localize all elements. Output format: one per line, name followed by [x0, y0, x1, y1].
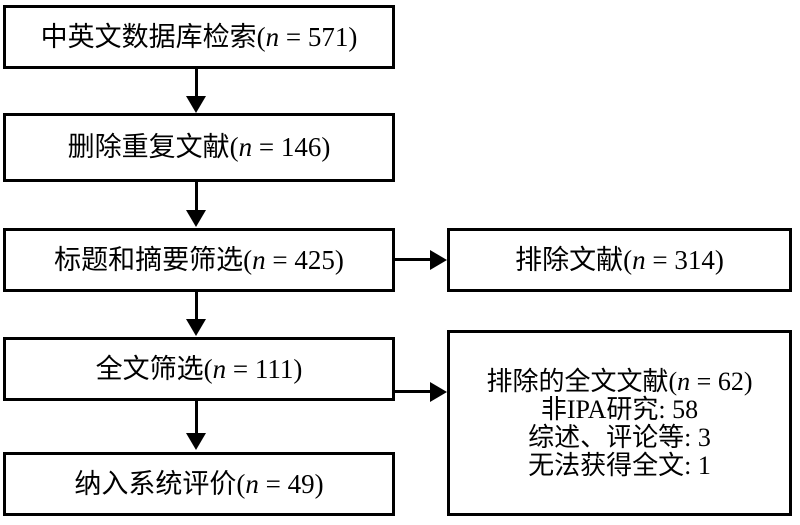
count-value: 111 [254, 353, 294, 384]
count-value: 62 [717, 367, 744, 396]
count-value: 571 [307, 21, 349, 52]
arrowhead-down-icon [186, 433, 206, 450]
exclusion-reason-value: 3 [697, 423, 711, 452]
count-value: 49 [287, 468, 315, 499]
n-variable: n [245, 468, 259, 499]
connector-title-abstract-to-excluded-records [395, 258, 432, 261]
node-excluded-records-label: 排除文献(n = 314) [515, 244, 724, 275]
arrowhead-down-icon [186, 96, 206, 113]
connector-duplicates-to-title-abstract [195, 182, 198, 211]
arrowhead-down-icon [186, 210, 206, 227]
node-fulltext-screening: 全文筛选(n = 111) [3, 337, 395, 401]
exclusion-reason-value: 1 [697, 451, 711, 480]
node-included-label: 纳入系统评价(n = 49) [74, 468, 324, 499]
node-excluded-fulltext: 排除的全文文献(n = 62) 非IPA研究: 58 综述、评论等: 3 无法获… [447, 330, 792, 516]
n-variable: n [238, 132, 253, 162]
arrowhead-right-icon [430, 382, 447, 402]
arrowhead-right-icon [430, 250, 447, 270]
node-excluded-fulltext-header: 排除的全文文献(n = 62) [486, 367, 753, 396]
node-title-abstract-screening: 标题和摘要筛选(n = 425) [3, 228, 395, 292]
node-title-abstract-screening-label: 标题和摘要筛选(n = 425) [54, 244, 344, 275]
exclusion-reason-item: 非IPA研究: 58 [541, 397, 698, 423]
n-variable: n [632, 244, 646, 275]
exclusion-reason-value: 58 [672, 395, 699, 424]
node-duplicates-removed: 删除重复文献(n = 146) [3, 113, 395, 182]
exclusion-reason-item: 综述、评论等: 3 [528, 425, 711, 451]
n-variable: n [252, 244, 266, 275]
count-value: 146 [280, 132, 322, 162]
count-value: 425 [294, 244, 335, 275]
n-variable: n [265, 21, 280, 52]
n-variable: n [212, 353, 227, 384]
exclusion-reason-label: 非IPA研究: [540, 395, 673, 424]
exclusion-reason-label: 综述、评论等: [528, 423, 698, 452]
node-fulltext-screening-label: 全文筛选(n = 111) [95, 353, 303, 384]
node-identification-label: 中英文数据库检索(n = 571) [40, 21, 358, 52]
connector-title-abstract-to-fulltext [195, 292, 198, 320]
exclusion-reason-label: 无法获得全文: [528, 451, 698, 480]
n-variable: n [677, 367, 691, 396]
arrowhead-down-icon [186, 319, 206, 336]
connector-fulltext-to-included [195, 401, 198, 434]
connector-fulltext-to-excluded-fulltext [395, 390, 432, 393]
node-included: 纳入系统评价(n = 49) [3, 452, 395, 516]
node-excluded-records: 排除文献(n = 314) [447, 228, 792, 292]
connector-identification-to-duplicates [195, 69, 198, 98]
count-value: 314 [674, 244, 715, 275]
node-duplicates-removed-label: 删除重复文献(n = 146) [67, 132, 331, 162]
exclusion-reason-item: 无法获得全文: 1 [528, 453, 711, 479]
node-identification: 中英文数据库检索(n = 571) [3, 5, 395, 69]
